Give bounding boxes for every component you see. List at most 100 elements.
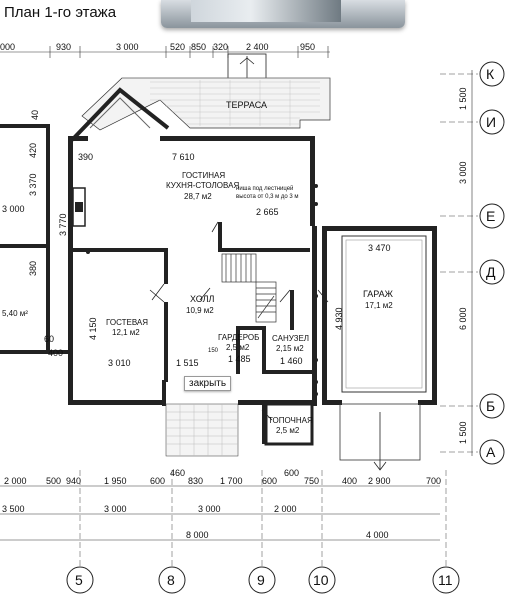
svg-text:Е: Е bbox=[486, 208, 495, 224]
dim-400: 400 bbox=[48, 348, 63, 358]
axis-bubble-B: Б bbox=[479, 393, 505, 419]
dim-420: 420 bbox=[28, 143, 38, 158]
living-room-label-2: КУХНЯ-СТОЛОВАЯ bbox=[166, 181, 239, 190]
bottom-dim-1-9: 400 bbox=[342, 476, 357, 486]
bottom-dim-1-0: 2 000 bbox=[4, 476, 27, 486]
boiler-room-label: ТОПОЧНАЯ bbox=[268, 416, 313, 425]
close-button[interactable]: закрыть bbox=[184, 376, 232, 391]
niche-label: ниша под лестницей bbox=[236, 185, 293, 192]
dim-3000-left: 3 000 bbox=[2, 204, 25, 214]
bottom-dim-2-3: 2 000 bbox=[274, 504, 297, 514]
horizontal-grid-lines bbox=[440, 73, 478, 453]
dim-1460: 1 460 bbox=[280, 356, 303, 366]
dim-7610: 7 610 bbox=[172, 152, 195, 162]
guest-room-area: 12,1 м2 bbox=[112, 328, 140, 337]
bottom-dim-1-6: 1 700 bbox=[220, 476, 243, 486]
bottom-dim-1-7: 600 bbox=[262, 476, 277, 486]
axis-bubble-8: 8 bbox=[158, 566, 186, 594]
dim-390: 390 bbox=[78, 152, 93, 162]
dim-40: 40 bbox=[30, 110, 40, 120]
right-dim-2: 6 000 bbox=[458, 307, 468, 330]
axis-bubble-K: К bbox=[479, 61, 505, 87]
page-title: План 1-го этажа bbox=[4, 4, 117, 21]
dim-380: 380 bbox=[28, 261, 38, 276]
top-porch bbox=[227, 53, 267, 81]
boiler-room-area: 2,5 м2 bbox=[276, 426, 300, 435]
axis-bubble-I: И bbox=[479, 109, 505, 135]
niche-height-label: высота от 0,3 м до 3 м bbox=[236, 194, 299, 200]
terrace-label: ТЕРРАСА bbox=[226, 100, 267, 110]
terrace-hatch bbox=[150, 80, 320, 126]
top-dim-6: 2 400 bbox=[246, 42, 269, 52]
dim-3010: 3 010 bbox=[108, 358, 131, 368]
svg-text:10: 10 bbox=[313, 572, 329, 588]
bottom-dim-2-1: 3 000 bbox=[104, 504, 127, 514]
bottom-dim-1-8: 750 bbox=[304, 476, 319, 486]
bottom-dim-3-1: 4 000 bbox=[366, 530, 389, 540]
left-room-area: 5,40 м² bbox=[2, 309, 28, 318]
bottom-dim-1-10: 2 900 bbox=[368, 476, 391, 486]
staircase bbox=[221, 253, 277, 323]
bottom-extra-460: 460 bbox=[170, 468, 185, 478]
svg-text:Д: Д bbox=[486, 264, 496, 280]
axis-bubble-9: 9 bbox=[248, 566, 276, 594]
dim-60: 60 bbox=[44, 334, 54, 344]
guest-room-label: ГОСТЕВАЯ bbox=[106, 318, 148, 327]
living-room-area: 28,7 м2 bbox=[184, 192, 212, 201]
terrace bbox=[81, 77, 331, 131]
bottom-extra-600: 600 bbox=[284, 468, 299, 478]
dim-4150: 4 150 bbox=[88, 317, 98, 340]
wardrobe-area: 2,5 м2 bbox=[226, 343, 250, 352]
axis-bubble-10: 10 bbox=[308, 566, 336, 594]
bathroom-label: САНУЗЕЛ bbox=[272, 334, 309, 343]
dim-1485: 1 485 bbox=[228, 354, 251, 364]
garage bbox=[322, 226, 437, 471]
column-markers bbox=[68, 184, 318, 396]
bottom-dim-2-2: 3 000 bbox=[198, 504, 221, 514]
right-dim-1: 3 000 bbox=[458, 161, 468, 184]
dim-2665: 2 665 bbox=[256, 207, 279, 217]
bottom-dim-1-2: 940 bbox=[66, 476, 81, 486]
garage-area: 17,1 м2 bbox=[365, 301, 393, 310]
dim-3370: 3 370 bbox=[28, 173, 38, 196]
garage-label: ГАРАЖ bbox=[363, 289, 394, 299]
top-dim-1: 930 bbox=[56, 42, 71, 52]
dim-3770: 3 770 bbox=[58, 213, 68, 236]
entrance-steps bbox=[165, 403, 239, 457]
right-dim-3: 1 500 bbox=[458, 421, 468, 444]
axis-bubble-5: 5 bbox=[66, 566, 94, 594]
svg-text:И: И bbox=[486, 114, 496, 130]
boiler-room bbox=[264, 402, 314, 446]
bay-inner bbox=[89, 97, 151, 129]
bottom-dim-1-4: 600 bbox=[150, 476, 165, 486]
svg-text:9: 9 bbox=[257, 572, 265, 588]
axis-bubble-A: А bbox=[479, 439, 505, 465]
bottom-dim-1-11: 700 bbox=[426, 476, 441, 486]
svg-text:К: К bbox=[486, 66, 495, 82]
svg-text:8: 8 bbox=[167, 572, 175, 588]
top-dim-2: 3 000 bbox=[116, 42, 139, 52]
axis-bubble-E: Е bbox=[479, 203, 505, 229]
svg-text:11: 11 bbox=[438, 572, 453, 588]
interior-walls bbox=[73, 222, 312, 444]
fireplace-insert bbox=[75, 202, 83, 212]
dim-150: 150 bbox=[208, 348, 219, 354]
right-dim-0: 1 500 bbox=[458, 87, 468, 110]
garage-dim-width: 3 470 bbox=[368, 243, 391, 253]
bottom-dim-1-5: 830 bbox=[188, 476, 203, 486]
svg-text:5: 5 bbox=[75, 572, 83, 588]
top-dim-7: 950 bbox=[300, 42, 315, 52]
bathroom-area: 2,15 м2 bbox=[276, 344, 304, 353]
living-room-label: ГОСТИНАЯ bbox=[182, 171, 225, 180]
wardrobe-label: ГАРДЕРОБ bbox=[218, 333, 259, 342]
bottom-dim-1-1: 500 bbox=[46, 476, 61, 486]
house-photo-thumbnail bbox=[161, 0, 405, 28]
bottom-dim-3-0: 8 000 bbox=[186, 530, 209, 540]
axis-bubble-11: 11 bbox=[432, 566, 460, 594]
svg-text:Б: Б bbox=[486, 398, 495, 414]
svg-text:А: А bbox=[486, 444, 496, 460]
hall-area: 10,9 м2 bbox=[186, 306, 214, 315]
bottom-dim-2-0: 3 500 bbox=[2, 504, 25, 514]
top-dim-4: 850 bbox=[191, 42, 206, 52]
